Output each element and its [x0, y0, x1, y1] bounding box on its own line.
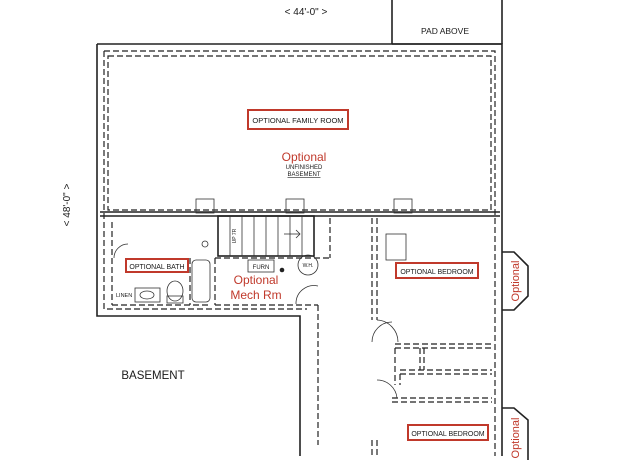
- stairs: UP 7R: [201, 215, 315, 257]
- pad-above-area: PAD ABOVE: [391, 0, 503, 45]
- family-room-boundary: [107, 55, 492, 211]
- bedroom-2-tag: OPTIONAL BEDROOM: [407, 424, 489, 441]
- bedroom-walls: [371, 218, 492, 456]
- mech-fixtures: FURN W.H.: [247, 254, 319, 276]
- outer-walls: [96, 43, 503, 456]
- stairs-up-label: UP 7R: [232, 228, 238, 243]
- linen-label: LINEN: [116, 293, 132, 299]
- bedroom-2-label: OPTIONAL BEDROOM: [411, 431, 484, 438]
- bath-label: OPTIONAL BATH: [129, 264, 184, 271]
- family-room-tag: OPTIONAL FAMILY ROOM: [247, 109, 349, 130]
- furnace-label: FURN: [253, 265, 270, 271]
- pad-above-label: PAD ABOVE: [421, 26, 469, 36]
- family-room-label: OPTIONAL FAMILY ROOM: [252, 116, 343, 125]
- mech-optional-note: Optional: [234, 273, 279, 287]
- mech-room-note: Mech Rm: [230, 288, 281, 302]
- side-optional-note-2: Optional: [510, 418, 522, 459]
- basement-label: BASEMENT: [121, 370, 184, 382]
- bath-tag: OPTIONAL BATH: [125, 258, 189, 273]
- bedroom-1-tag: OPTIONAL BEDROOM: [395, 262, 479, 279]
- depth-dimension: < 48'-0" >: [62, 183, 73, 226]
- water-heater-label: W.H.: [303, 263, 314, 269]
- unfinished-label: UNFINISHED: [286, 165, 323, 171]
- optional-note-center: Optional: [282, 150, 327, 164]
- support-posts: [195, 198, 413, 261]
- side-optional-note-1: Optional: [510, 261, 522, 302]
- unfinished-basement-label: BASEMENT: [287, 172, 320, 178]
- bath-fixtures: LINEN: [113, 243, 211, 304]
- left-interior-walls: [111, 218, 331, 445]
- width-dimension: < 44'-0" >: [285, 7, 328, 18]
- window-bays: [502, 251, 529, 460]
- bedroom-1-label: OPTIONAL BEDROOM: [400, 269, 473, 276]
